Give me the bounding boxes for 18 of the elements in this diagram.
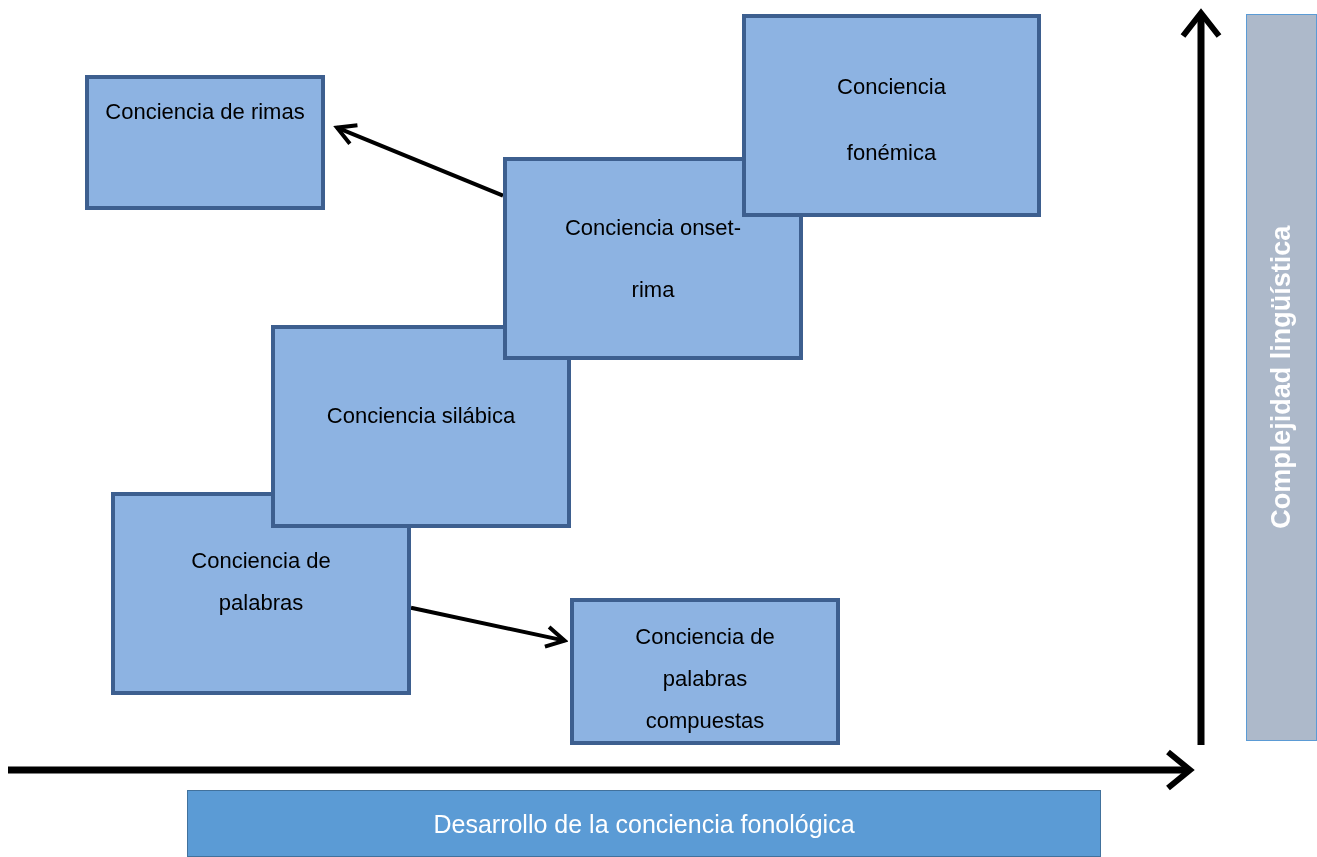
process-box <box>271 325 571 528</box>
box-label: Conciencia de rimas <box>105 98 305 126</box>
box-label: Conciencia onset-rima <box>563 214 743 304</box>
axis-label: Desarrollo de la conciencia fonológica <box>433 808 855 839</box>
process-box <box>503 157 803 360</box>
axis-label-band <box>187 790 1101 857</box>
box-label: Conciencia de palabras <box>190 547 332 617</box>
process-box <box>570 598 840 745</box>
arrow <box>335 123 504 198</box>
box-label: Conciencia de palabras compuestas <box>634 623 776 735</box>
arrow <box>410 605 567 649</box>
axis-label-band <box>1246 14 1317 741</box>
box-label: Conciencia fonémica <box>836 73 947 167</box>
axis-label: Complejidad lingüística <box>1265 225 1298 529</box>
process-box <box>111 492 411 695</box>
process-box <box>742 14 1041 217</box>
process-box <box>85 75 325 210</box>
box-label: Conciencia silábica <box>326 402 516 430</box>
